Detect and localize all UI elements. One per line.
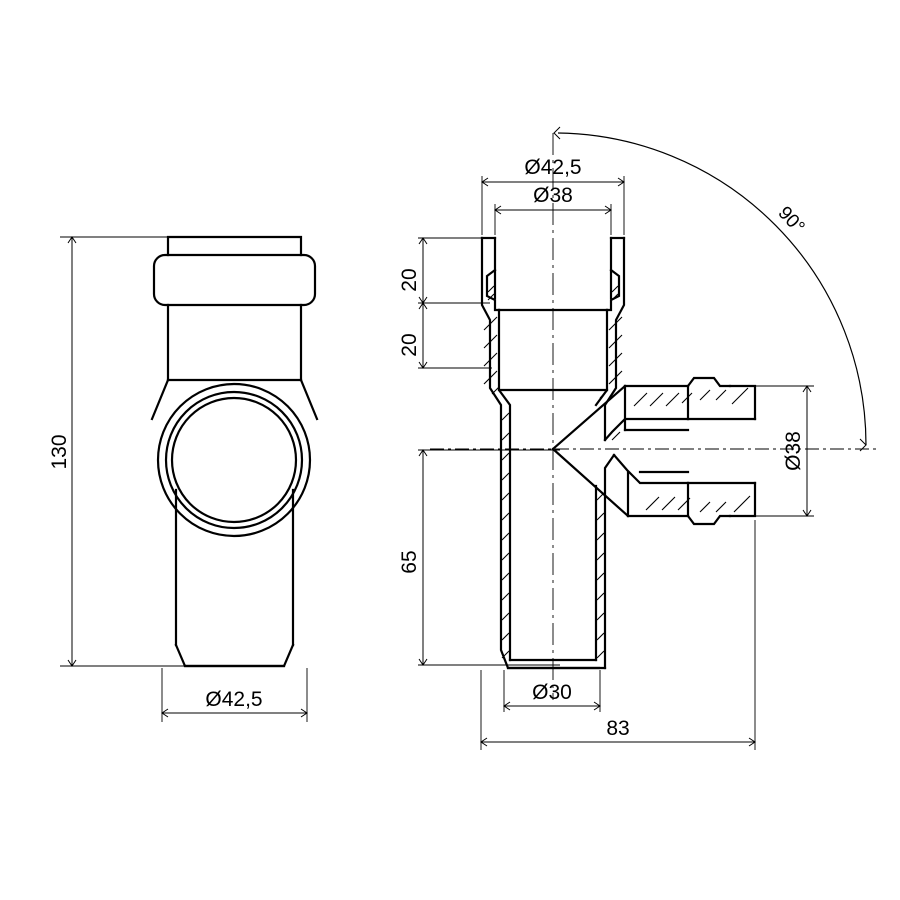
front-branch-circle-middle [164,390,304,530]
front-shoulder-right [299,378,319,421]
branch-junction-cone-bottom [551,447,630,518]
main-bore-left [497,308,512,662]
section-view: Ø42,5 Ø38 20 20 [398,126,880,750]
main-pipe-outer-left [480,236,601,670]
dim-label-20-lower: 20 [398,333,421,356]
front-top-stub [166,235,303,257]
dim-label-branch-d38: Ø38 [782,431,805,471]
oring-groove-left [485,268,501,312]
branch-junction-cone-top [551,384,627,451]
front-shoulder-left [150,378,170,421]
angle-arc [557,132,867,446]
dimension-overall-83: 83 [480,520,756,750]
front-bottom-chamfer [174,643,295,668]
main-pipe-outer-right-upper [603,236,626,442]
dimension-angle-90: 90° [553,126,867,452]
branch-outer-top [603,417,690,442]
branch-outer-bottom [612,453,690,485]
dim-label-d30: Ø30 [532,681,572,704]
dimension-height-130: 130 [48,236,188,667]
dim-label-socket-d38: Ø38 [533,184,573,207]
dim-label-20-upper: 20 [398,268,421,291]
dimension-socket-depth-20-lower: 20 [398,302,492,369]
dimension-length-65: 65 [398,449,560,666]
front-branch-circle-inner [170,396,298,524]
dim-label-130: 130 [48,434,71,469]
branch-end-bottom [728,481,757,518]
oring-groove-right [605,268,621,312]
dim-label-front-d425: Ø42,5 [205,688,262,711]
dimension-bore-d30: Ø30 [503,670,601,712]
dimension-branch-d38: Ø38 [752,385,814,517]
front-upper-body [166,303,303,382]
dim-label-90deg: 90° [774,203,809,238]
dimension-socket-depth-20-upper: 20 [398,237,490,304]
front-branch-circle-outer [156,382,312,538]
dimension-front-diameter: Ø42,5 [161,668,308,722]
front-collar-band [152,253,317,307]
branch-oring-groove-top [686,376,732,388]
dim-label-socket-d425: Ø42,5 [524,156,581,179]
front-view: 130 Ø42,5 [48,235,319,722]
section-hatching [483,285,751,659]
branch-oring-groove-bottom [686,514,732,526]
main-pipe-outer-right-lower [603,453,616,670]
front-lower-body [174,488,295,647]
dimension-socket-outer-d425: Ø42,5 [481,156,625,235]
dimension-socket-bore-d38: Ø38 [494,184,612,235]
dim-label-65: 65 [398,550,421,573]
dim-label-83: 83 [606,717,629,740]
